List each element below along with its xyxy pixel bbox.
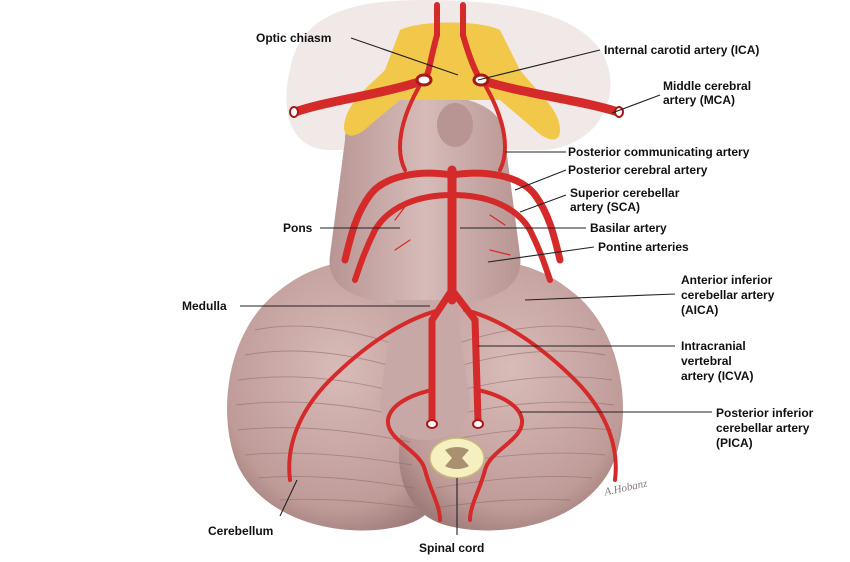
mammillary-bodies [437,103,473,147]
arterial-circle [287,2,623,522]
optic-chiasm-shape [344,22,560,140]
label-optic-chiasm: Optic chiasm [256,31,332,45]
label-pons: Pons [283,221,313,235]
label-pcom: Posterior communicating artery [568,145,750,159]
label-pica-line2: cerebellar artery [716,421,810,435]
label-aica-line3: (AICA) [681,303,719,317]
label-aica-line1: Anterior inferior [681,273,773,287]
label-ica: Internal carotid artery (ICA) [604,43,760,57]
leader-lines [240,37,712,535]
label-aica-line2: cerebellar artery [681,288,775,302]
label-sca-line2: artery (SCA) [570,200,641,214]
label-pica-line3: (PICA) [716,436,753,450]
medulla-shape [380,300,470,440]
label-pontine: Pontine arteries [598,240,689,254]
spinal-gray-matter [445,447,469,469]
label-icva-line1: Intracranial [681,339,746,353]
label-icva-line3: artery (ICVA) [681,369,754,383]
label-icva-line2: vertebral [681,354,732,368]
label-pca: Posterior cerebral artery [568,163,708,177]
label-sca-line1: Superior cerebellar [570,186,680,200]
label-pica-line1: Posterior inferior [716,406,814,420]
label-cerebellum: Cerebellum [208,524,274,538]
label-mca-line1: Middle cerebral [663,79,752,93]
label-spinal-cord: Spinal cord [419,541,485,555]
vessel-cross-sections [289,73,624,429]
label-basilar: Basilar artery [590,221,667,235]
label-mca-line2: artery (MCA) [663,93,736,107]
label-medulla: Medulla [182,299,227,313]
